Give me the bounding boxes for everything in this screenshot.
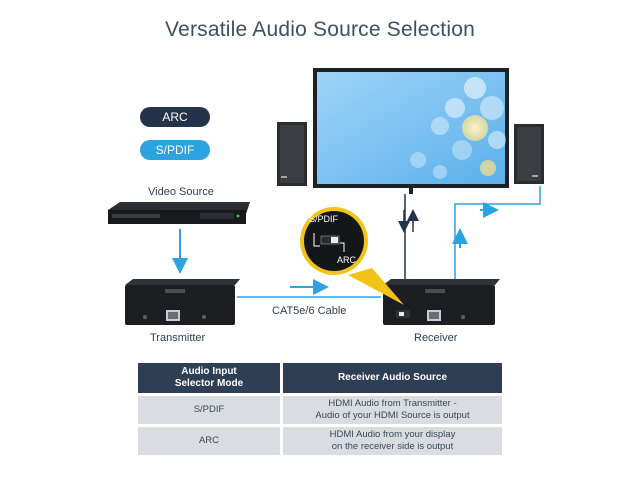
- table-cell-mode: S/PDIF: [138, 396, 280, 424]
- receiver-to-speaker-line: [454, 186, 541, 279]
- legend-spdif: S/PDIF: [140, 140, 210, 160]
- table-header-mode: Audio Input Selector Mode: [138, 363, 280, 393]
- table-header-row: Audio Input Selector Mode Receiver Audio…: [138, 363, 502, 393]
- table-cell-source: HDMI Audio from Transmitter - Audio of y…: [283, 396, 502, 424]
- left-speaker: [277, 122, 307, 186]
- table-cell-source: HDMI Audio from your display on the rece…: [283, 427, 502, 455]
- callout-arc-label: ARC: [337, 255, 357, 265]
- selector-callout: [300, 207, 404, 305]
- table-header-source: Receiver Audio Source: [283, 363, 502, 393]
- cable-label: CAT5e/6 Cable: [272, 305, 347, 317]
- table-cell-mode: ARC: [138, 427, 280, 455]
- transmitter-label: Transmitter: [150, 332, 206, 344]
- diagram-canvas: [108, 68, 544, 325]
- receiver-device: [383, 279, 500, 325]
- video-source-label: Video Source: [148, 186, 214, 198]
- legend-arc: ARC: [140, 107, 210, 127]
- callout-spdif-label: S/PDIF: [309, 214, 339, 224]
- transmitter-device: [125, 279, 240, 325]
- audio-selector-table: Audio Input Selector Mode Receiver Audio…: [138, 360, 502, 458]
- video-source-device: [108, 202, 250, 224]
- right-speaker: [514, 124, 544, 184]
- table-row: S/PDIF HDMI Audio from Transmitter - Aud…: [138, 396, 502, 424]
- receiver-label: Receiver: [414, 332, 458, 344]
- table-row: ARC HDMI Audio from your display on the …: [138, 427, 502, 455]
- tv-display: [313, 68, 509, 194]
- page-title: Versatile Audio Source Selection: [165, 18, 475, 41]
